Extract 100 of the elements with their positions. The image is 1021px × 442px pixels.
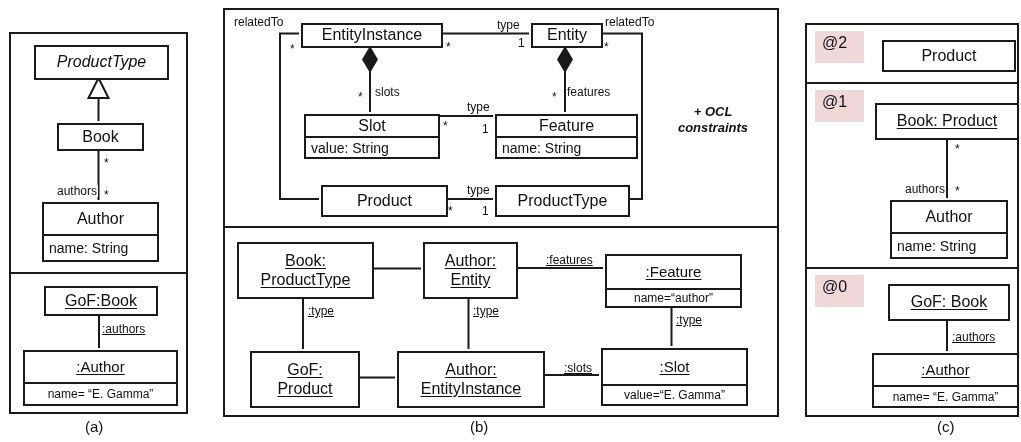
association-line xyxy=(357,376,396,379)
object-name: Author: EntityInstance xyxy=(419,361,523,398)
class-name: EntityInstance xyxy=(321,26,423,45)
object-box xyxy=(237,242,374,299)
association-line xyxy=(946,318,948,352)
layer-band xyxy=(805,23,1019,84)
class-name: ProductType xyxy=(517,191,608,211)
attribute-text: name=“author” xyxy=(633,291,713,305)
association-line xyxy=(445,198,494,200)
multiplicity: 1 xyxy=(482,122,489,137)
object-box xyxy=(605,254,742,308)
panel-caption: (b) xyxy=(470,418,489,436)
association-line xyxy=(279,32,320,200)
layer-band xyxy=(805,267,1019,417)
object-name: Book: Product xyxy=(896,112,998,131)
edge-label: :type xyxy=(675,314,703,326)
edge-label: type xyxy=(466,101,491,113)
object-name: GoF: Book xyxy=(910,293,988,312)
association-line xyxy=(440,32,530,35)
association-line xyxy=(515,267,604,269)
object-name: :Author xyxy=(76,358,125,376)
edge-label: type xyxy=(466,184,491,196)
object-box xyxy=(397,351,545,408)
panel-section xyxy=(223,226,779,417)
multiplicity: 1 xyxy=(482,204,489,219)
edge-label: :slots xyxy=(563,362,593,374)
class-name: Entity xyxy=(547,26,587,45)
generalization-arrow xyxy=(87,77,110,122)
object-box xyxy=(23,350,178,406)
edge-label: type xyxy=(496,19,521,31)
edge-label: relatedTo xyxy=(233,16,285,28)
multiplicity: * xyxy=(955,184,960,199)
association-line xyxy=(670,305,673,347)
abstract-class-box xyxy=(34,45,169,80)
attribute-text: name: String xyxy=(49,240,129,256)
class-name: Slot xyxy=(358,116,386,136)
attribute-text: value=“E. Gamma” xyxy=(623,388,725,402)
object-name: :Author xyxy=(921,361,970,379)
edge-label: :type xyxy=(307,305,335,317)
multiplicity: * xyxy=(104,188,109,203)
object-box xyxy=(872,353,1019,408)
edge-label: :authors xyxy=(951,331,997,343)
object-name: :Feature xyxy=(645,263,702,281)
attribute-text: name: String xyxy=(897,237,977,254)
class-name: Author xyxy=(925,207,973,227)
edge-label: :type xyxy=(472,305,500,317)
composition-line xyxy=(362,45,378,113)
object-name: GoF: Product xyxy=(276,361,334,398)
attribute-text: name= “E. Gamma” xyxy=(47,387,154,401)
object-name: GoF:Book xyxy=(65,291,137,311)
object-name: Book: ProductType xyxy=(259,252,352,289)
class-box xyxy=(882,40,1016,72)
class-box xyxy=(495,185,630,217)
multiplicity: * xyxy=(448,204,453,219)
composition-line xyxy=(557,45,573,113)
note-text: + OCL constraints xyxy=(676,104,750,136)
class-box xyxy=(42,202,159,262)
class-box xyxy=(495,114,638,159)
multiplicity: * xyxy=(290,42,295,57)
association-line xyxy=(437,115,494,117)
class-box xyxy=(531,23,603,48)
multiplicity: * xyxy=(552,90,557,105)
panel-section xyxy=(9,32,188,274)
class-box xyxy=(321,185,448,217)
edge-label: :features xyxy=(545,254,594,266)
panel-caption: (a) xyxy=(85,418,104,436)
edge-label: relatedTo xyxy=(604,16,656,28)
multiplicity: * xyxy=(955,142,960,157)
class-box xyxy=(57,123,144,151)
class-box xyxy=(301,23,443,48)
association-line xyxy=(542,374,600,376)
class-name: Product xyxy=(921,46,977,66)
class-box xyxy=(890,200,1008,259)
multiplicity: * xyxy=(604,40,609,55)
association-line xyxy=(600,32,643,200)
association-line xyxy=(371,267,422,270)
multiplicity: * xyxy=(104,156,109,171)
multiplicity: * xyxy=(358,90,363,105)
object-name: :Slot xyxy=(659,358,690,376)
class-name: Book xyxy=(82,127,119,147)
association-line xyxy=(98,313,100,349)
layer-tag: @2 xyxy=(815,31,864,63)
multiplicity: * xyxy=(446,40,451,55)
object-box xyxy=(875,103,1019,140)
multiplicity: * xyxy=(443,119,448,134)
edge-label: features xyxy=(566,86,612,98)
association-line xyxy=(302,296,304,350)
attribute-text: name: String xyxy=(502,139,582,156)
panel-section xyxy=(223,8,779,228)
class-name: Author xyxy=(76,209,125,229)
panel-caption: (c) xyxy=(937,418,955,436)
attribute-text: value: String xyxy=(311,139,389,156)
class-box xyxy=(304,114,440,159)
edge-label: :authors xyxy=(101,323,147,335)
panel-section xyxy=(9,272,188,414)
object-box xyxy=(423,242,518,299)
object-box xyxy=(888,284,1010,321)
attribute-text: name= “E. Gamma” xyxy=(892,389,999,404)
class-name: ProductType xyxy=(56,53,147,72)
layer-tag: @0 xyxy=(815,275,864,307)
